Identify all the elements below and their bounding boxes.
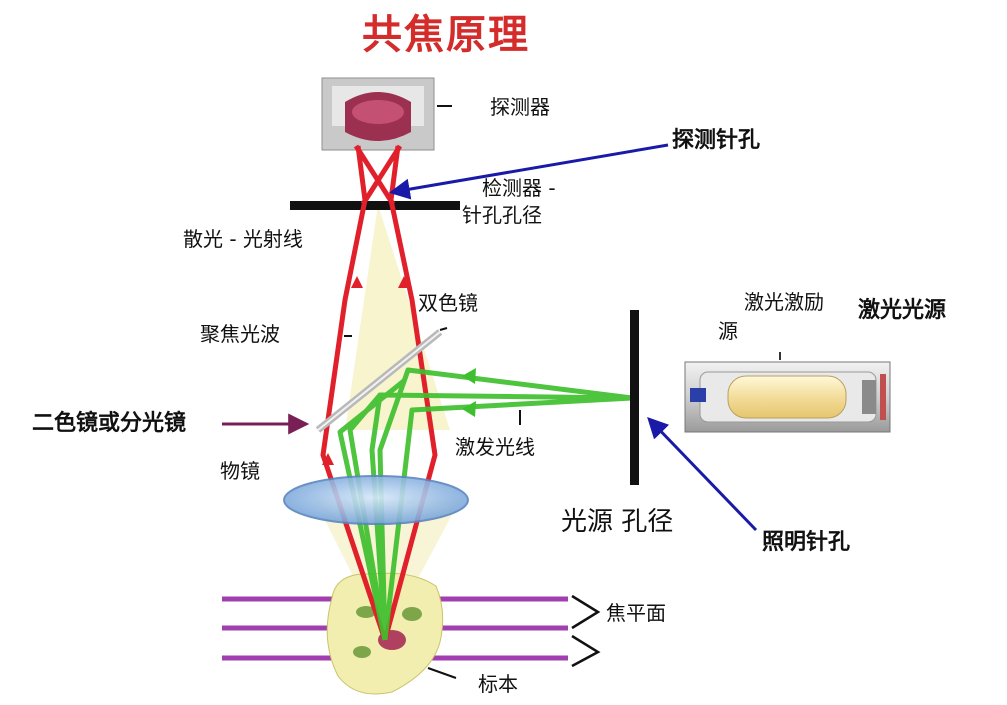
detection-pinhole-plate bbox=[290, 201, 460, 210]
focal-plane-bracket bbox=[571, 594, 601, 668]
label-dichroic-or-beamsplitter: 二色镜或分光镜 bbox=[32, 411, 187, 436]
excitation-rays bbox=[337, 367, 633, 641]
label-excitation-rays: 激发光线 bbox=[455, 435, 535, 459]
illumination-pinhole-pointer bbox=[647, 416, 758, 532]
label-laser-excitation-source-line2: 源 bbox=[718, 319, 738, 343]
illumination-pinhole-plate bbox=[630, 310, 639, 485]
label-source-aperture: 光源 孔径 bbox=[561, 507, 674, 537]
label-detector-pinhole-aperture-line1: 检测器 - bbox=[482, 176, 556, 200]
label-detector-pinhole-aperture-line2: 针孔孔径 bbox=[462, 203, 542, 227]
label-dichroic-mirror-short: 双色镜 bbox=[418, 291, 478, 315]
objective-lens-icon bbox=[283, 475, 469, 525]
laser-source-icon bbox=[684, 352, 891, 433]
diagram-title: 共焦原理 bbox=[362, 12, 530, 58]
label-illumination-pinhole: 照明针孔 bbox=[762, 530, 851, 555]
label-detection-pinhole: 探测针孔 bbox=[672, 128, 761, 153]
label-laser-excitation-source-line1: 激光激励 bbox=[744, 290, 824, 314]
emission-arrowheads bbox=[322, 276, 410, 465]
label-specimen: 标本 bbox=[478, 672, 518, 696]
label-focused-light-wave: 聚焦光波 bbox=[200, 322, 280, 346]
detection-pinhole-pointer bbox=[388, 143, 669, 200]
label-focal-plane: 焦平面 bbox=[606, 601, 666, 625]
label-scattered-rays: 散光 - 光射线 bbox=[183, 227, 303, 251]
excitation-arrowheads bbox=[462, 368, 476, 417]
label-laser-source: 激光光源 bbox=[858, 298, 947, 323]
label-objective: 物镜 bbox=[220, 459, 260, 483]
label-detector: 探测器 bbox=[490, 95, 550, 119]
detector-icon bbox=[321, 77, 452, 151]
